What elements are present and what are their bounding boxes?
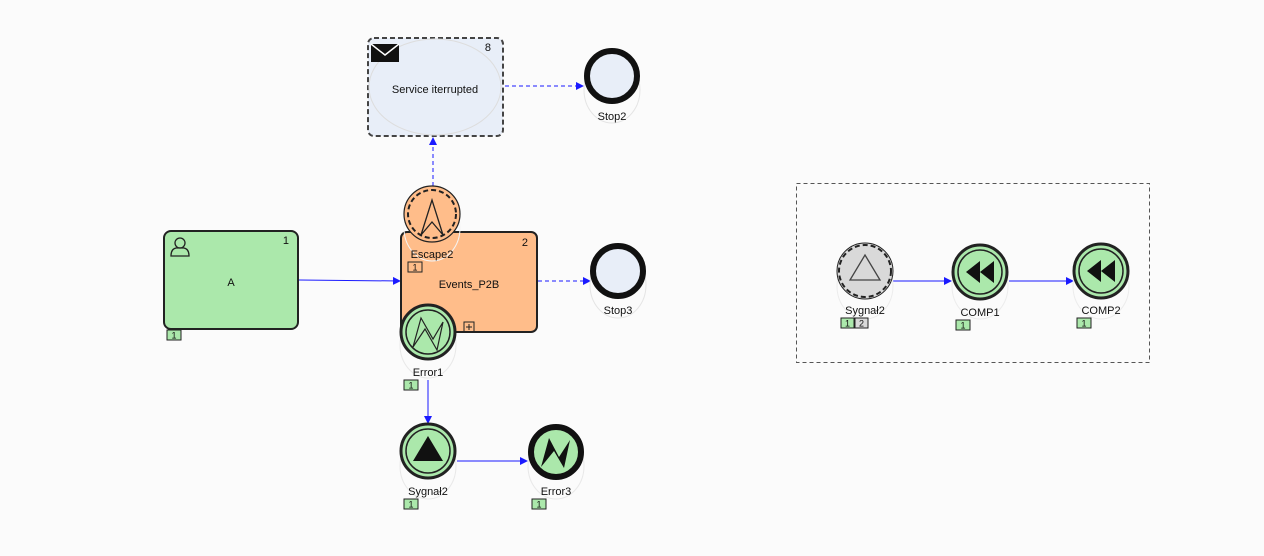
node-label: Error3 [541,486,572,498]
task-a-node[interactable]: 1 A 1 [163,230,299,341]
signal-triangle-icon [848,253,882,281]
service-interrupted-node[interactable]: 8 Service iterrupted [367,37,504,137]
stop2-end-event[interactable]: Stop2 [583,48,641,124]
node-label: Service iterrupted [392,84,478,96]
error-bolt-icon [541,438,570,468]
svg-text:1: 1 [960,321,965,331]
node-label: Sygnał2 [408,486,448,498]
instance-badge: 1 [403,379,419,391]
error1-boundary-event[interactable]: Error1 1 [399,303,457,391]
node-label: Escape2 [411,249,454,261]
svg-text:2: 2 [859,319,864,329]
svg-text:1: 1 [408,500,413,510]
signal-triangle-icon [413,436,443,461]
flow-a-to-events[interactable] [298,276,401,285]
svg-text:1: 1 [845,319,850,329]
error3-end-event[interactable]: Error3 1 [527,424,585,510]
node-label: A [227,277,235,289]
compensation-icon [966,261,994,283]
envelope-icon [370,43,400,62]
stop3-end-event[interactable]: Stop3 [589,243,647,319]
instance-badge: 1 [955,319,971,331]
node-label: Stop2 [598,111,627,123]
node-label: Sygnał2 [845,305,885,317]
group-box[interactable] [796,183,1150,363]
node-label: COMP1 [960,307,999,319]
escalation-icon [420,197,444,236]
instance-badge: 1 [166,329,182,341]
node-number: 2 [522,237,528,249]
svg-text:1: 1 [1081,319,1086,329]
svg-text:1: 1 [412,263,417,273]
compensation-icon [1087,260,1115,282]
sygnal2-group-event[interactable]: Sygnał2 1 2 [836,242,894,329]
comp2-event[interactable]: COMP2 1 [1072,242,1130,329]
node-label: Events_P2B [439,279,500,291]
node-label: COMP2 [1081,305,1120,317]
instance-badge: 1 [840,317,855,329]
instance-badge: 1 [403,498,419,510]
svg-text:1: 1 [536,500,541,510]
sygnal2-intermediate-event[interactable]: Sygnał2 1 [399,422,457,510]
node-label: Stop3 [604,305,633,317]
node-label: Error1 [413,367,444,379]
instance-badge: 1 [407,261,423,273]
svg-text:1: 1 [408,381,413,391]
error-bolt-icon [412,316,444,352]
node-number: 1 [283,235,289,247]
plus-box-icon[interactable] [463,321,475,333]
escape2-boundary-event[interactable]: Escape2 1 [403,185,461,273]
node-number: 8 [485,42,491,54]
user-icon [170,237,190,257]
instance-badge: 1 [531,498,547,510]
instance-badge: 1 [1076,317,1092,329]
comp1-event[interactable]: COMP1 1 [951,243,1009,331]
svg-text:1: 1 [171,331,176,341]
instance-badge: 2 [854,317,869,329]
